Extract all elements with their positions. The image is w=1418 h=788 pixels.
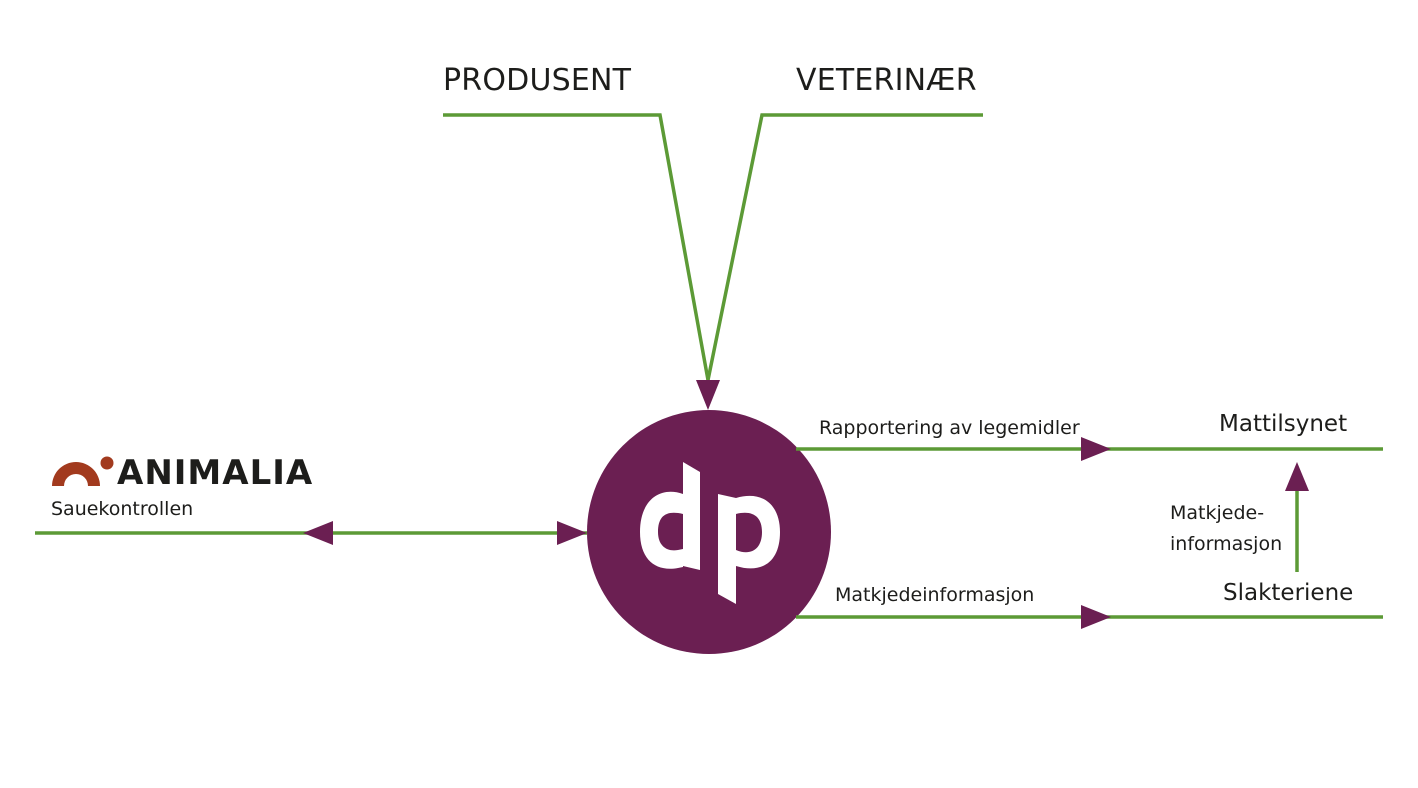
veterinaer-line [706,113,983,381]
matkjede-vertical-label-line2: informasjon [1170,533,1283,555]
rapportering-arrow [1081,437,1111,461]
dp-hub-circle [587,410,831,654]
animalia-right-arrow [557,521,587,545]
dp-logo-icon [640,462,780,604]
produsent-line [443,113,710,381]
mattilsynet-label: Mattilsynet [1219,411,1348,437]
hub-incoming-arrow [696,380,720,410]
sauekontrollen-label: Sauekontrollen [51,498,194,520]
veterinaer-label: VETERINÆR [796,63,977,98]
slakteriene-label: Slakteriene [1223,580,1354,606]
matkjede-bottom-label: Matkjedeinformasjon [835,584,1035,606]
matkjede-arrow [1081,605,1111,629]
animalia-logo-text: ANIMALIA [117,453,314,493]
rapportering-label: Rapportering av legemidler [819,417,1080,439]
vertical-matkjede-arrow [1285,462,1309,491]
matkjede-vertical-label-line1: Matkjede- [1170,502,1265,524]
produsent-label: PRODUSENT [443,63,632,98]
animalia-left-arrow [303,521,333,545]
animalia-logo-icon [52,456,114,486]
